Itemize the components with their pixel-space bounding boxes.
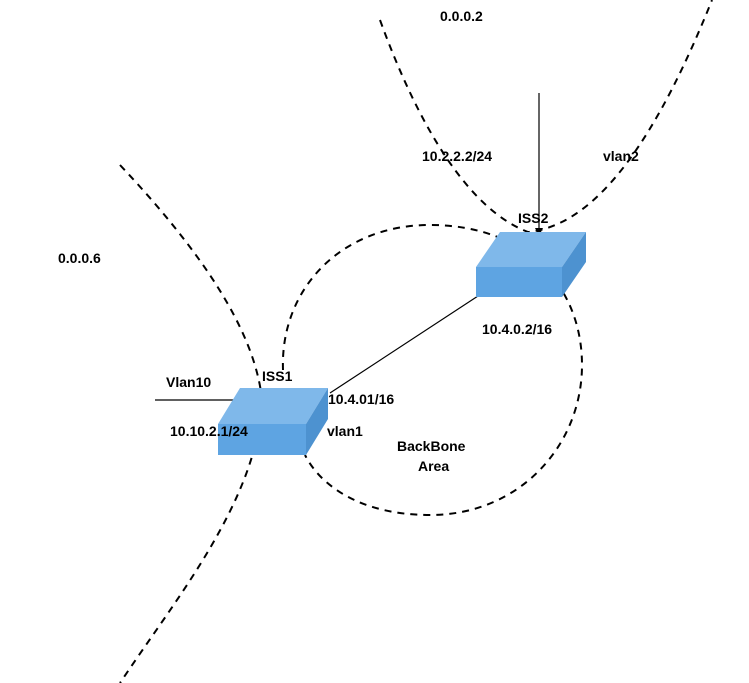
iss1-vlan10-label: Vlan10	[166, 374, 211, 390]
iss2-switch-top	[476, 232, 586, 267]
backbone-area-circle	[281, 223, 584, 517]
iss2-vlan2-label: vlan2	[603, 148, 639, 164]
iss1-switch-top	[218, 388, 328, 424]
area-0.0.0.2-boundary	[379, 0, 713, 234]
iss1-switch-front	[218, 424, 306, 455]
iss2-link-ip-label: 10.4.0.2/16	[482, 321, 552, 337]
iss1-ext-ip-label: 10.10.2.1/24	[170, 423, 248, 439]
iss2-switch-front	[476, 267, 562, 297]
iss1-vlan1-label: vlan1	[327, 423, 363, 439]
iss2-ext-ip-label: 10.2.2.2/24	[422, 148, 492, 164]
area-0.0.0.2-label: 0.0.0.2	[440, 8, 483, 24]
iss1-switch-icon[interactable]	[218, 388, 328, 455]
area-0.0.0.6-label: 0.0.0.6	[58, 250, 101, 266]
iss2-switch-side	[562, 232, 586, 297]
iss2-switch-icon[interactable]	[476, 232, 586, 297]
iss1-switch-side	[306, 388, 328, 455]
iss1-link-ip-label: 10.4.01/16	[328, 391, 394, 407]
backbone-area-label-line2: Area	[418, 458, 449, 474]
backbone-area-label-line1: BackBone	[397, 438, 466, 454]
backbone-link	[329, 295, 479, 394]
iss1-name-label: ISS1	[262, 368, 293, 384]
iss2-name-label: ISS2	[518, 210, 549, 226]
